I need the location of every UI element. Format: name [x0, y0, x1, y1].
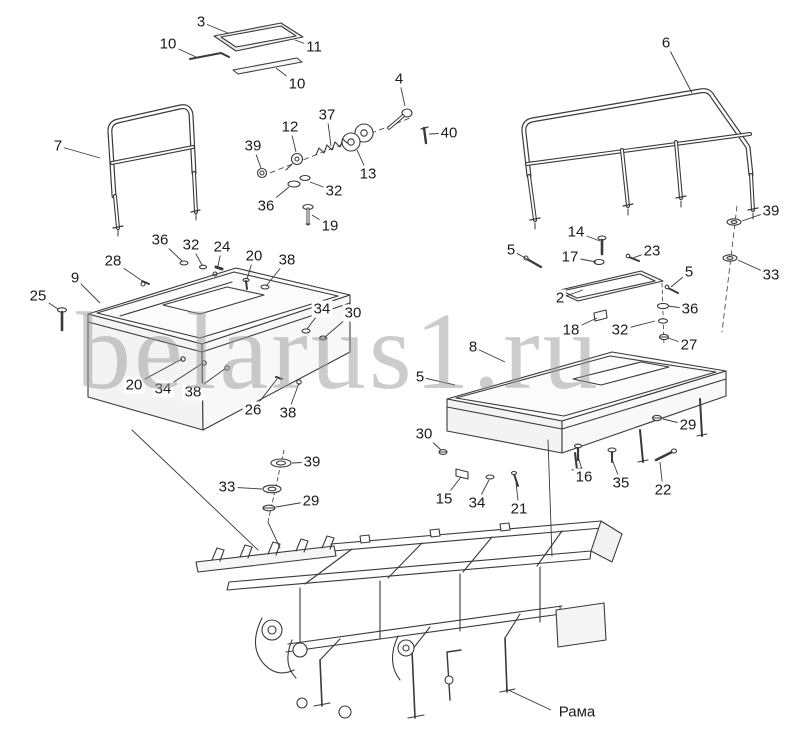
railing-left — [107, 104, 201, 237]
frame-label: Рама — [556, 702, 598, 722]
washer-stack-center — [262, 449, 292, 523]
platform-right — [438, 351, 727, 487]
platform-left — [56, 260, 351, 431]
frame-weldment — [195, 520, 623, 719]
bolt-spring-assembly — [256, 108, 429, 226]
top-plate-group — [189, 22, 304, 75]
connector-lines — [131, 429, 553, 557]
railing-right — [521, 88, 759, 230]
washer-axis-right — [721, 205, 742, 333]
frame-label-text: Рама — [558, 703, 596, 721]
panel-2-group — [523, 235, 679, 346]
